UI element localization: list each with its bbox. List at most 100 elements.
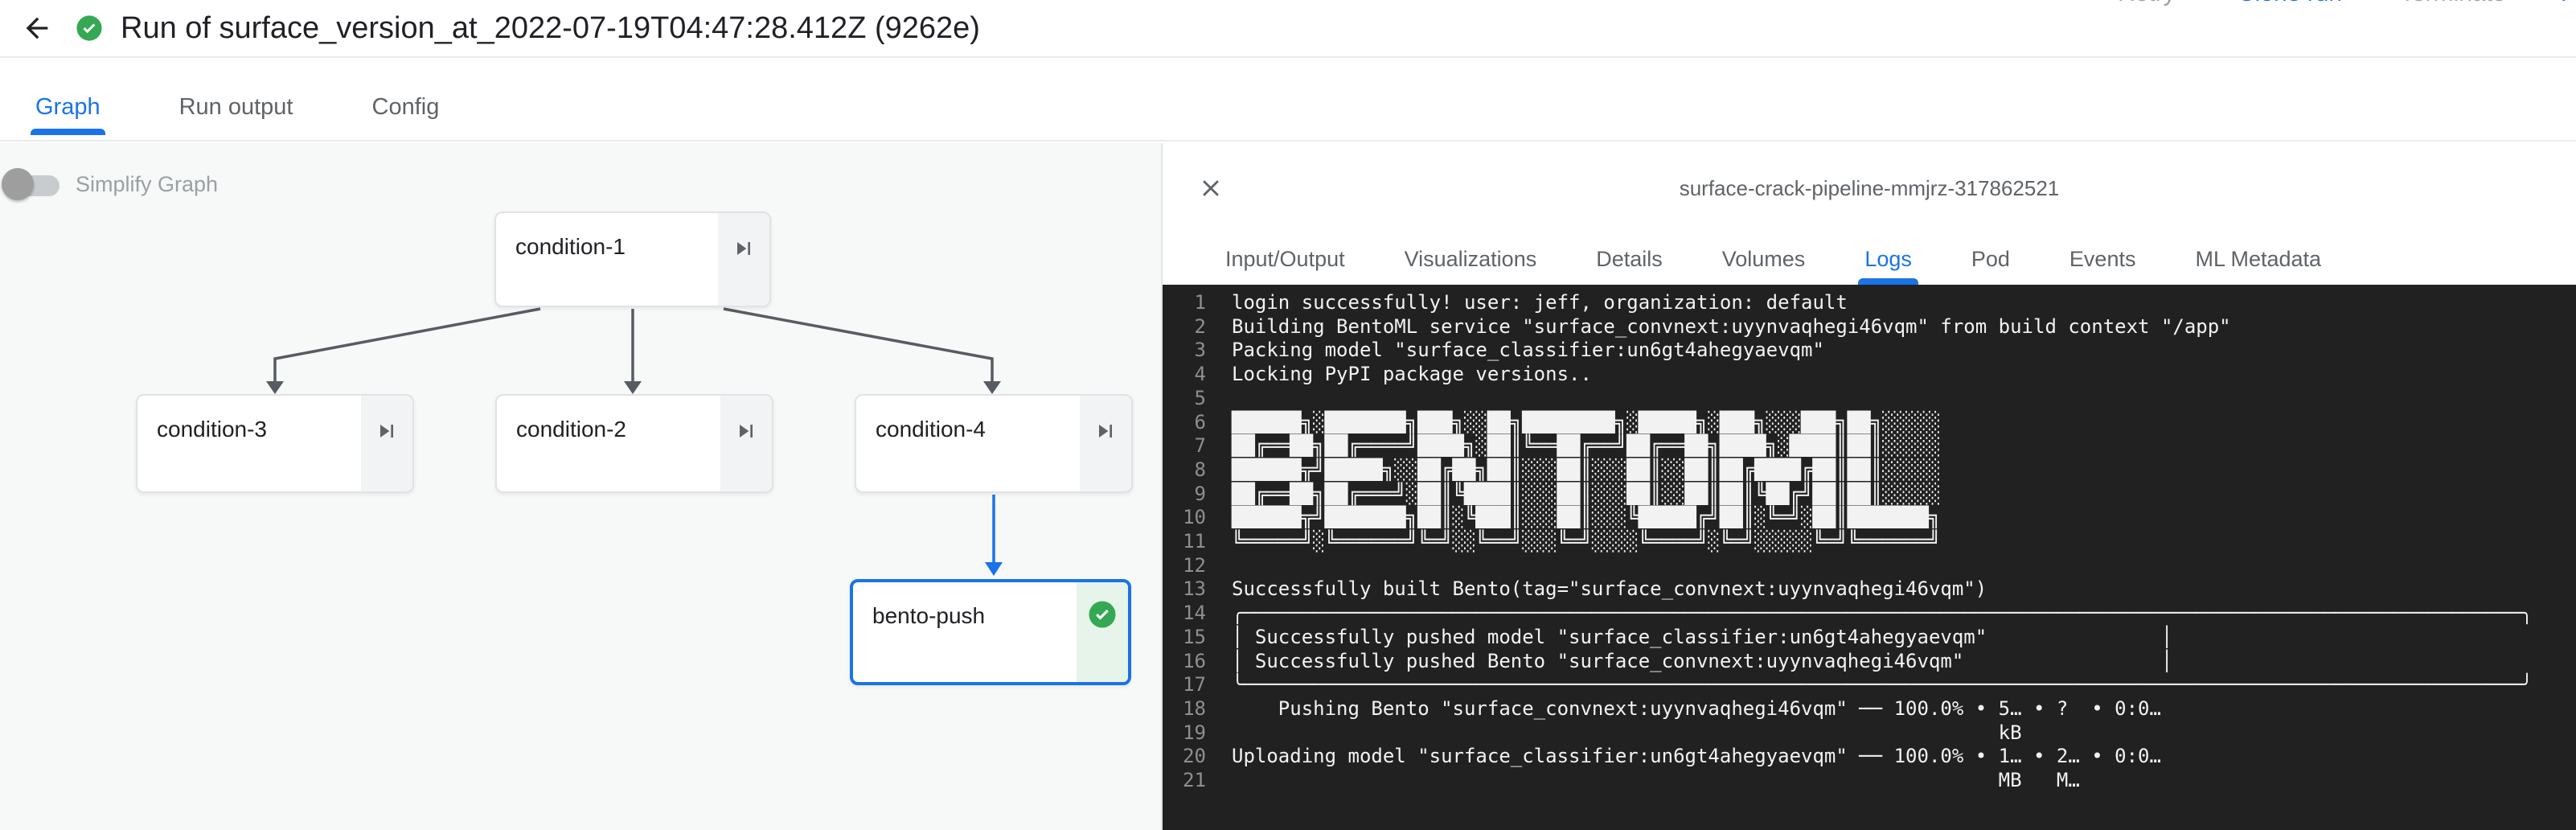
log-line-number: 5 <box>1194 386 1206 409</box>
close-panel-button[interactable] <box>1195 172 1227 204</box>
skip-next-icon <box>737 242 750 255</box>
log-line-text: login successfully! user: jeff, organiza… <box>1232 291 1848 314</box>
clone-run-button[interactable]: Clone run <box>2238 0 2342 8</box>
log-line: 10 ██████╦╝███████╗██║░╚███║░░░██║░░░╚███… <box>1166 506 2576 530</box>
log-line-number: 15 <box>1183 625 1206 648</box>
graph-node-condition-3[interactable]: condition-3 <box>136 394 414 493</box>
graph-node-bento-push[interactable]: bento-push <box>850 579 1131 685</box>
node-label: condition-2 <box>516 417 626 442</box>
task-detail-panel: surface-crack-pipeline-mmjrz-317862521 I… <box>1161 143 2576 830</box>
panel-tabs: Input/Output Visualizations Details Volumes… <box>1163 233 2576 285</box>
arrowhead <box>624 381 642 394</box>
log-line: 7 ██╔══██╗██╔════╝████╗░██║╚══██╔══╝██╔══… <box>1166 434 2576 458</box>
log-line-text: ╚═════╝░╚══════╝╚═╝░░╚══╝░░░╚═╝░░░░╚════… <box>1232 530 1941 553</box>
skip-next-icon <box>1099 425 1112 438</box>
tab-graph[interactable]: Graph <box>31 94 105 140</box>
log-line-text: Locking PyPI package versions.. <box>1232 363 1592 386</box>
log-line: 18 Pushing Bento "surface_convnext:uyynv… <box>1166 697 2576 721</box>
log-line-text: MB M… <box>1232 769 2080 792</box>
simplify-graph-toggle[interactable] <box>2 167 68 204</box>
log-line-number: 17 <box>1183 673 1206 696</box>
log-line: 8 ██████╦╝█████╗░░██╔██╗██║░░░██║░░░██║░░… <box>1166 458 2576 483</box>
log-line-number: 19 <box>1183 721 1206 744</box>
log-line: 20 Uploading model "surface_classifier:un… <box>1166 745 2576 769</box>
panel-tab-ml-metadata[interactable]: ML Metadata <box>2195 246 2322 271</box>
log-line-text: Uploading model "surface_classifier:un6g… <box>1232 745 2161 768</box>
log-line-number: 13 <box>1183 577 1206 601</box>
panel-tab-events[interactable]: Events <box>2069 246 2136 271</box>
panel-tab-logs[interactable]: Logs <box>1858 233 1918 285</box>
tab-config[interactable]: Config <box>371 94 440 120</box>
simplify-graph-label: Simplify Graph <box>76 172 219 196</box>
log-line-text: ██╔══██╗██╔════╝████╗░██║╚══██╔══╝██╔══█… <box>1232 434 1941 458</box>
log-line: 14╭─────────────────────────────────────… <box>1166 602 2576 626</box>
back-button[interactable] <box>21 12 53 44</box>
log-line-number: 6 <box>1194 410 1206 433</box>
toggle-knob <box>2 168 34 200</box>
arrowhead <box>266 381 284 394</box>
log-line: 5 <box>1166 387 2576 411</box>
arrowhead <box>983 381 1001 394</box>
log-line: 19 kB <box>1166 721 2576 746</box>
log-line-text: ╰───────────────────────────────────────… <box>1232 673 2533 696</box>
log-line-number: 7 <box>1194 434 1206 458</box>
terminate-button[interactable]: Terminate <box>2400 0 2506 8</box>
retry-button[interactable]: Retry <box>2118 0 2176 8</box>
log-line-number: 18 <box>1183 696 1206 720</box>
log-line-text: ██████╦╝█████╗░░██╔██╗██║░░░██║░░░██║░░█… <box>1232 458 1941 481</box>
log-line-number: 10 <box>1183 506 1206 529</box>
log-line: 12 <box>1166 554 2576 578</box>
check-success-icon <box>1089 601 1116 628</box>
panel-tab-input-output[interactable]: Input/Output <box>1225 246 1345 271</box>
pipeline-graph-canvas[interactable]: Simplify Graph condition-1 <box>0 143 1161 830</box>
log-line-number: 14 <box>1183 602 1206 625</box>
log-line-text: Packing model "surface_classifier:un6gt4… <box>1232 339 1824 362</box>
content: Simplify Graph condition-1 <box>0 143 2576 830</box>
log-line-text: │ Successfully pushed model "surface_cla… <box>1232 625 2173 648</box>
log-line-text: Successfully built Bento(tag="surface_co… <box>1232 577 1987 601</box>
log-line-number: 8 <box>1194 458 1206 481</box>
arrowhead-blue <box>985 562 1003 576</box>
panel-tab-details[interactable]: Details <box>1596 246 1663 271</box>
node-strip <box>361 396 412 491</box>
log-line-number: 11 <box>1183 530 1206 553</box>
log-line-number: 21 <box>1183 769 1206 792</box>
graph-node-condition-4[interactable]: condition-4 <box>855 394 1133 493</box>
log-line: 16│ Successfully pushed Bento "surface_c… <box>1166 650 2576 674</box>
arrow-left-icon <box>26 17 48 39</box>
log-line: 13 Successfully built Bento(tag="surface_… <box>1166 577 2576 602</box>
log-line-number: 1 <box>1194 291 1206 314</box>
log-line-text: │ Successfully pushed Bento "surface_con… <box>1232 649 2173 672</box>
graph-node-condition-2[interactable]: condition-2 <box>495 394 773 493</box>
page-header: Run of surface_version_at_2022-07-19T04:… <box>0 0 2576 58</box>
log-line: 15 │ Successfully pushed model "surface_c… <box>1166 626 2576 650</box>
log-line-number: 2 <box>1194 314 1206 338</box>
log-line: 6██████╗░███████╗███╗░░██╗████████╗░████… <box>1166 411 2576 435</box>
log-line-text: Pushing Bento "surface_convnext:uyynvaqh… <box>1232 696 2161 720</box>
log-line-number: 20 <box>1183 745 1206 768</box>
graph-node-condition-1[interactable]: condition-1 <box>494 212 771 307</box>
node-strip <box>718 213 769 306</box>
graph-edges <box>266 307 1003 576</box>
log-line-text: ██╔══██╗██╔═══╝░██║╚████║░░░██║░░░██║░░█… <box>1232 482 1941 505</box>
log-line-text: Building BentoML service "surface_convne… <box>1232 314 2231 338</box>
panel-tab-volumes[interactable]: Volumes <box>1721 246 1806 271</box>
panel-tab-visualizations[interactable]: Visualizations <box>1404 246 1537 271</box>
panel-header: surface-crack-pipeline-mmjrz-317862521 <box>1163 143 2576 233</box>
tab-run-output[interactable]: Run output <box>178 94 293 120</box>
node-label: condition-1 <box>515 234 626 259</box>
node-strip <box>1077 582 1128 682</box>
log-line-text: ██████╦╝███████╗██║░╚███║░░░██║░░░╚█████… <box>1232 506 1941 529</box>
panel-tab-pod[interactable]: Pod <box>1971 246 2010 271</box>
log-line: 2 Building BentoML service "surface_convn… <box>1166 315 2576 339</box>
log-line-number: 12 <box>1183 553 1206 577</box>
archive-button[interactable]: Archive <box>2562 0 2576 8</box>
log-line: 21 MB M… <box>1166 769 2576 793</box>
logs-viewer[interactable]: 1 login successfully! user: jeff, organiz… <box>1163 285 2576 830</box>
node-label: condition-3 <box>157 417 267 442</box>
log-line: 9██╔══██╗██╔═══╝░██║╚████║░░░██║░░░██║░░… <box>1166 483 2576 507</box>
node-label: condition-4 <box>876 417 986 442</box>
